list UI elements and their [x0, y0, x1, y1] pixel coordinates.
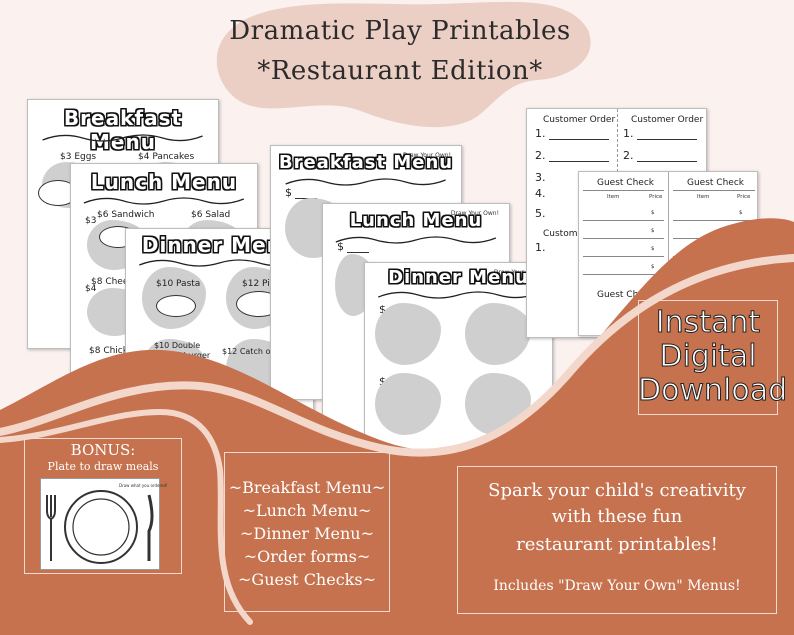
price-dollar: $	[651, 264, 655, 270]
order-row-number: 3.	[535, 171, 546, 184]
spark-line: Includes "Draw Your Own" Menus!	[493, 578, 741, 594]
bonus-title: BONUS:	[70, 441, 136, 459]
instant-download-text: Instant Digital Download	[638, 305, 788, 408]
wave-divider	[285, 178, 447, 186]
order-heading: Customer Order	[543, 115, 616, 125]
draw-tag: Draw Your Own!	[450, 210, 499, 217]
guest-check-heading: Guest Check	[687, 178, 744, 188]
page-title: Dramatic Play Printables	[229, 16, 571, 46]
contents-box	[224, 452, 390, 612]
spark-line: with these fun	[551, 506, 683, 527]
instant-line: Instant	[655, 305, 761, 340]
instant-download-box	[638, 300, 778, 415]
price-dollar: $	[285, 186, 292, 199]
wave-divider	[335, 236, 497, 244]
order-row-number: 1.	[535, 127, 546, 140]
price-dollar: $	[739, 210, 743, 216]
menu-item: $10 Pasta	[156, 279, 201, 289]
lunch-menu-title: Lunch Menu	[90, 170, 238, 194]
item-column-label: Item	[697, 194, 710, 200]
price-dollar: $	[379, 303, 386, 316]
menu-item: $4 Pancakes	[138, 152, 195, 162]
price-dollar: $	[651, 228, 655, 234]
order-row-number: 4.	[535, 187, 546, 200]
contents-item: ~Lunch Menu~	[242, 501, 372, 520]
draw-breakfast-title: Breakfast Menu	[278, 152, 454, 173]
item-column-label: Item	[607, 194, 620, 200]
order-heading: Customer Order	[631, 115, 704, 125]
guest-check-heading: Guest Check	[597, 178, 654, 188]
guest-check-heading: Guest Che	[597, 290, 644, 300]
menu-item: $8 Chees	[91, 277, 134, 287]
menu-item: $4	[85, 284, 97, 294]
contents-item: ~Order forms~	[243, 547, 371, 566]
price-column-label: Price	[737, 194, 751, 200]
wave-divider	[378, 291, 539, 299]
bonus-subtitle: Plate to draw meals	[47, 460, 159, 473]
order-row-number: 5.	[535, 207, 546, 220]
wave-divider	[42, 134, 204, 142]
bonus-box	[24, 438, 182, 574]
contents-list: ~Breakfast Menu~ ~Lunch Menu~ ~Dinner Me…	[224, 476, 390, 591]
breakfast-menu-title: Breakfast Menu	[63, 106, 183, 154]
menu-item: $6 Sandwich	[97, 210, 155, 220]
order-row-number: 2.	[535, 149, 546, 162]
price-dollar: $	[651, 210, 655, 216]
wave-divider	[83, 197, 245, 205]
spark-box	[457, 466, 777, 614]
plate-caption: Draw what you ordered!	[119, 483, 168, 488]
menu-item: $3 Eggs	[60, 152, 97, 162]
plate-icon	[46, 490, 154, 564]
menu-item: $6 Salad	[191, 210, 231, 220]
pasta-icon	[156, 295, 196, 317]
title-blob	[216, 1, 591, 128]
draw-lunch-title: Lunch Menu	[349, 210, 483, 231]
menu-item: $8 Chicke	[89, 346, 134, 356]
spark-line: restaurant printables!	[516, 534, 718, 555]
price-column-label: Price	[649, 194, 663, 200]
draw-dinner-title: Dinner Menu	[388, 267, 529, 288]
menu-item: $12 Catch of the Day	[222, 347, 308, 356]
instant-line: Download	[638, 373, 788, 408]
menu-item: $3	[85, 216, 97, 226]
instant-line: Digital	[659, 339, 757, 374]
menu-item: $12 Pizza	[242, 279, 285, 289]
placemat: Draw what you ordered!	[40, 478, 168, 570]
draw-tag: Draw Your Own!	[402, 152, 451, 159]
order-heading: Custome	[543, 229, 584, 239]
contents-item: ~Breakfast Menu~	[228, 478, 386, 497]
price-dollar: $	[337, 240, 344, 253]
spark-line: Spark your child's creativity	[488, 480, 746, 501]
page-subtitle: *Restaurant Edition*	[257, 56, 543, 86]
contents-item: ~Dinner Menu~	[239, 524, 375, 543]
order-row-number: 1.	[535, 241, 546, 254]
price-dollar: $	[651, 246, 655, 252]
order-row-number: 1.	[623, 127, 634, 140]
contents-item: ~Guest Checks~	[238, 570, 376, 589]
draw-tag: Draw Your Own!	[493, 269, 542, 276]
order-row-number: 2.	[623, 149, 634, 162]
